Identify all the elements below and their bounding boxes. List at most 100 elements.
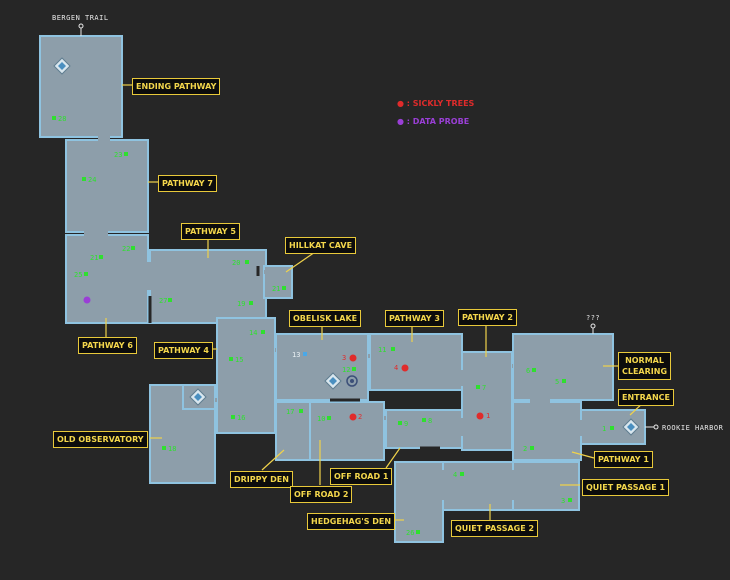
tree-number: 4 [394,364,398,372]
chest-icon [532,368,536,372]
exit-label-unknown: ??? [586,314,600,322]
exit-pin-icon [590,323,596,329]
chest-icon [231,415,235,419]
room-off-road-1 [385,409,463,449]
label-off-road-1: OFF ROAD 1 [330,468,393,485]
tree-number: 3 [342,354,346,362]
exit-pin-icon [653,424,659,430]
sickly-tree-icon [401,364,409,372]
label-quiet-passage-2: QUIET PASSAGE 2 [451,520,539,537]
room-quiet-passage-2 [442,461,514,511]
room-quiet-passage-1 [512,461,580,511]
legend-data-probe: ● : DATA PROBE [397,117,469,126]
room-pathway-6 [65,234,149,324]
tree-numbers: 3 4 2 1 [342,354,490,421]
chest-number: 10 [317,415,325,423]
chest-icon [568,498,572,502]
label-normal-clearing: NORMAL CLEARING [618,352,672,380]
chest-number: 14 [249,329,257,337]
chest-number: 5 [555,378,559,386]
legend-sickly-trees: ● : SICKLY TREES [397,99,475,108]
label-quiet-passage-1: QUIET PASSAGE 1 [582,479,670,496]
sickly-tree-icon [349,413,357,421]
room-ending-pathway [39,35,123,138]
label-pathway-5: PATHWAY 5 [181,223,240,240]
label-normal-clearing-line2: CLEARING [622,367,668,376]
sickly-tree-icon [349,354,357,362]
obelisk-icon [622,418,640,436]
chest-number: 1 [602,425,606,433]
chest-number: 17 [286,408,294,416]
label-pathway-1: PATHWAY 1 [594,451,653,468]
chest-number: 13 [292,351,300,359]
chest-icon [282,286,286,290]
room-pathway-4 [216,317,276,434]
chest-icon [352,367,356,371]
room-normal-clearing [512,333,614,401]
chest-number: 20 [232,259,240,267]
exit-markers: BERGEN TRAIL ??? ROOKIE HARBOR [52,14,723,432]
chest-number: 8 [428,417,432,425]
label-drippy-den: DRIPPY DEN [230,471,293,488]
inner-walls [148,266,440,450]
chest-icon [416,530,420,534]
chest-icons [52,116,614,534]
room-pathway-7 [65,139,149,233]
chest-number: 16 [237,414,245,422]
label-hedgehags-den: HEDGEHAG'S DEN [307,513,396,530]
chest-icon [249,301,253,305]
label-pathway-2: PATHWAY 2 [458,309,517,326]
chest-icon [303,352,307,356]
chest-icon [398,421,402,425]
room-off-road-2 [309,401,385,461]
chest-number: 21 [90,254,98,262]
chest-number: 7 [482,384,486,392]
chest-number: 28 [58,115,66,123]
room-pathway-2 [461,351,513,451]
chest-icon [422,418,426,422]
obelisk-icon [189,388,207,406]
label-hillkat-cave: HILLKAT CAVE [285,237,357,254]
room-drippy-den [275,401,311,461]
exit-label-bergen-trail: BERGEN TRAIL [52,14,109,22]
chest-icon [99,255,103,259]
chest-icon [530,446,534,450]
label-old-observatory: OLD OBSERVATORY [53,431,148,448]
chest-number: 11 [378,346,386,354]
chest-icon [460,472,464,476]
label-normal-clearing-line1: NORMAL [625,356,664,365]
crystal-icon [346,375,358,387]
room-pathway-1 [512,401,582,461]
chest-number: 4 [453,471,457,479]
label-off-road-2: OFF ROAD 2 [290,486,353,503]
chest-number: 22 [122,245,130,253]
chest-icon [162,446,166,450]
obelisk-icon [53,57,71,75]
rooms [39,35,646,543]
label-pathway-7: PATHWAY 7 [158,175,217,192]
label-pathway-6: PATHWAY 6 [78,337,137,354]
chest-number: 25 [74,271,82,279]
label-ending-pathway: ENDING PATHWAY [132,78,221,95]
chest-number: 24 [88,176,96,184]
chest-icon [131,246,135,250]
sickly-tree-markers [349,354,484,421]
tree-number: 2 [358,413,362,421]
chest-number: 21 [272,285,280,293]
chest-number: 12 [342,366,350,374]
chest-icon [84,272,88,276]
chest-icon [261,330,265,334]
chest-icon [299,409,303,413]
chest-number: 3 [561,497,565,505]
chest-number: 23 [114,151,122,159]
chest-icon [327,416,331,420]
label-entrance: ENTRANCE [618,389,674,406]
room-pathway-3 [369,333,463,391]
chest-icon [610,426,614,430]
chest-icon [229,357,233,361]
chest-icon [562,379,566,383]
doorways [84,135,583,500]
chest-number: 15 [235,356,243,364]
chest-number: 19 [237,300,245,308]
